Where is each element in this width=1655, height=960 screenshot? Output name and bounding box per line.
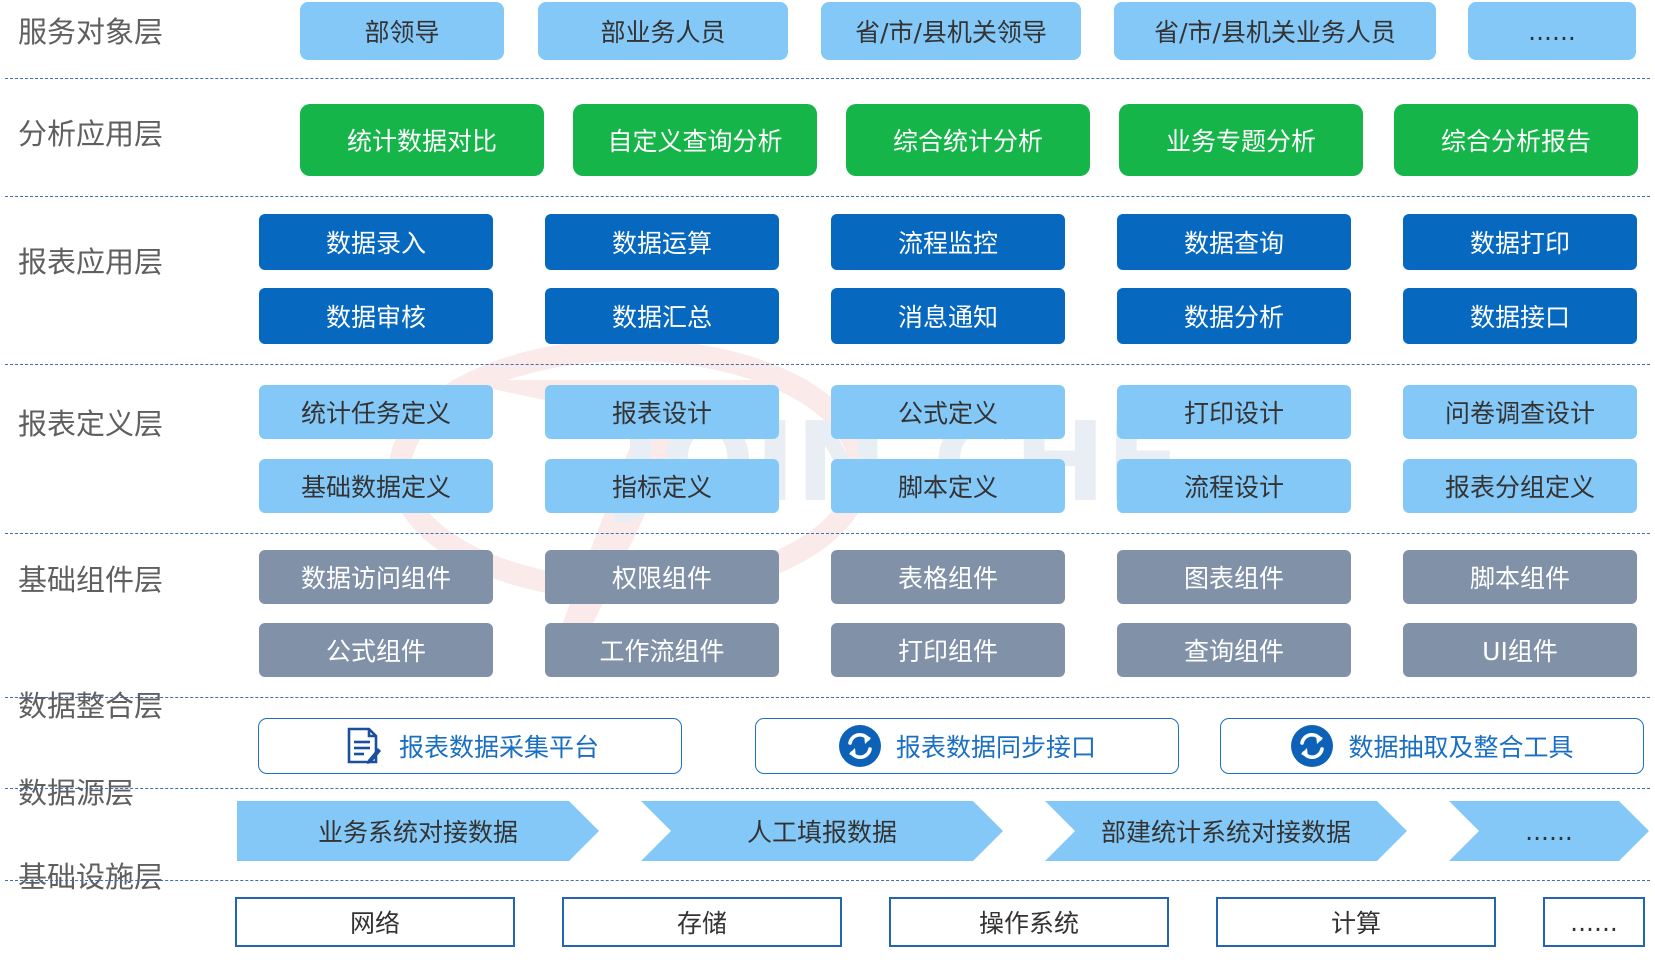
infra-storage: 存储 — [562, 897, 842, 947]
layer-divider — [5, 364, 1650, 365]
integration-label: 报表数据采集平台 — [398, 733, 599, 762]
component-table: 表格组件 — [831, 550, 1065, 604]
layer-label-analysis: 分析应用层 — [18, 117, 164, 151]
report-app-data-audit: 数据审核 — [259, 288, 493, 344]
report-app-data-entry: 数据录入 — [259, 214, 493, 270]
layer-label-report-app: 报表应用层 — [18, 245, 164, 279]
component-query: 查询组件 — [1117, 623, 1351, 677]
report-app-data-print: 数据打印 — [1403, 214, 1637, 270]
integration-sync-interface: 报表数据同步接口 — [755, 718, 1179, 774]
integration-label: 报表数据同步接口 — [895, 733, 1096, 762]
layer-divider — [5, 196, 1650, 197]
component-script: 脚本组件 — [1403, 550, 1637, 604]
document-edit-icon — [341, 724, 385, 768]
service-box-local-staff: 省/市/县机关业务人员 — [1114, 2, 1436, 60]
data-source-manual-entry: 人工填报数据 — [641, 801, 1003, 861]
report-def-flow: 流程设计 — [1117, 459, 1351, 513]
report-app-data-query: 数据查询 — [1117, 214, 1351, 270]
service-box-local-leader: 省/市/县机关领导 — [821, 2, 1081, 60]
sync-icon — [838, 724, 882, 768]
analysis-box-comprehensive-stat: 综合统计分析 — [846, 104, 1090, 176]
report-def-base-data: 基础数据定义 — [259, 459, 493, 513]
service-box-more: ...... — [1468, 2, 1636, 60]
component-chart: 图表组件 — [1117, 550, 1351, 604]
report-def-survey: 问卷调查设计 — [1403, 385, 1637, 439]
report-app-notification: 消息通知 — [831, 288, 1065, 344]
report-app-data-summary: 数据汇总 — [545, 288, 779, 344]
layer-label-service: 服务对象层 — [18, 15, 164, 49]
report-def-group: 报表分组定义 — [1403, 459, 1637, 513]
integration-extract-tool: 数据抽取及整合工具 — [1220, 718, 1644, 774]
infra-compute: 计算 — [1216, 897, 1496, 947]
component-permission: 权限组件 — [545, 550, 779, 604]
report-app-data-analysis: 数据分析 — [1117, 288, 1351, 344]
infra-more: ...... — [1543, 897, 1645, 947]
analysis-box-custom-query: 自定义查询分析 — [573, 104, 817, 176]
layer-label-component: 基础组件层 — [18, 563, 164, 597]
report-app-data-compute: 数据运算 — [545, 214, 779, 270]
service-box-dept-staff: 部业务人员 — [538, 2, 788, 60]
report-def-formula: 公式定义 — [831, 385, 1065, 439]
layer-label-data-source: 数据源层 — [18, 776, 135, 810]
layer-label-report-def: 报表定义层 — [18, 407, 164, 441]
infra-os: 操作系统 — [889, 897, 1169, 947]
watermark-logo: JOIN-CHEER — [390, 339, 1190, 630]
report-def-print: 打印设计 — [1117, 385, 1351, 439]
layer-divider — [5, 78, 1650, 79]
component-formula: 公式组件 — [259, 623, 493, 677]
data-source-more: ...... — [1449, 801, 1649, 861]
layer-divider — [5, 533, 1650, 534]
integration-collection-platform: 报表数据采集平台 — [258, 718, 682, 774]
component-print: 打印组件 — [831, 623, 1065, 677]
component-workflow: 工作流组件 — [545, 623, 779, 677]
layer-divider — [5, 697, 1650, 698]
report-app-data-interface: 数据接口 — [1403, 288, 1637, 344]
analysis-box-business-topic: 业务专题分析 — [1119, 104, 1363, 176]
data-source-ministry-system: 部建统计系统对接数据 — [1045, 801, 1407, 861]
infra-network: 网络 — [235, 897, 515, 947]
component-ui: UI组件 — [1403, 623, 1637, 677]
report-def-indicator: 指标定义 — [545, 459, 779, 513]
report-def-design: 报表设计 — [545, 385, 779, 439]
analysis-box-report: 综合分析报告 — [1394, 104, 1638, 176]
integration-label: 数据抽取及整合工具 — [1348, 733, 1574, 762]
service-box-dept-leader: 部领导 — [300, 2, 504, 60]
report-def-task: 统计任务定义 — [259, 385, 493, 439]
component-data-access: 数据访问组件 — [259, 550, 493, 604]
report-app-flow-monitor: 流程监控 — [831, 214, 1065, 270]
analysis-box-stat-compare: 统计数据对比 — [300, 104, 544, 176]
sync-icon — [1290, 724, 1334, 768]
layer-label-integration: 数据整合层 — [18, 689, 164, 723]
data-source-business-system: 业务系统对接数据 — [237, 801, 599, 861]
report-def-script: 脚本定义 — [831, 459, 1065, 513]
layer-label-infrastructure: 基础设施层 — [18, 860, 164, 894]
layer-divider — [5, 880, 1650, 881]
layer-divider — [5, 788, 1650, 789]
